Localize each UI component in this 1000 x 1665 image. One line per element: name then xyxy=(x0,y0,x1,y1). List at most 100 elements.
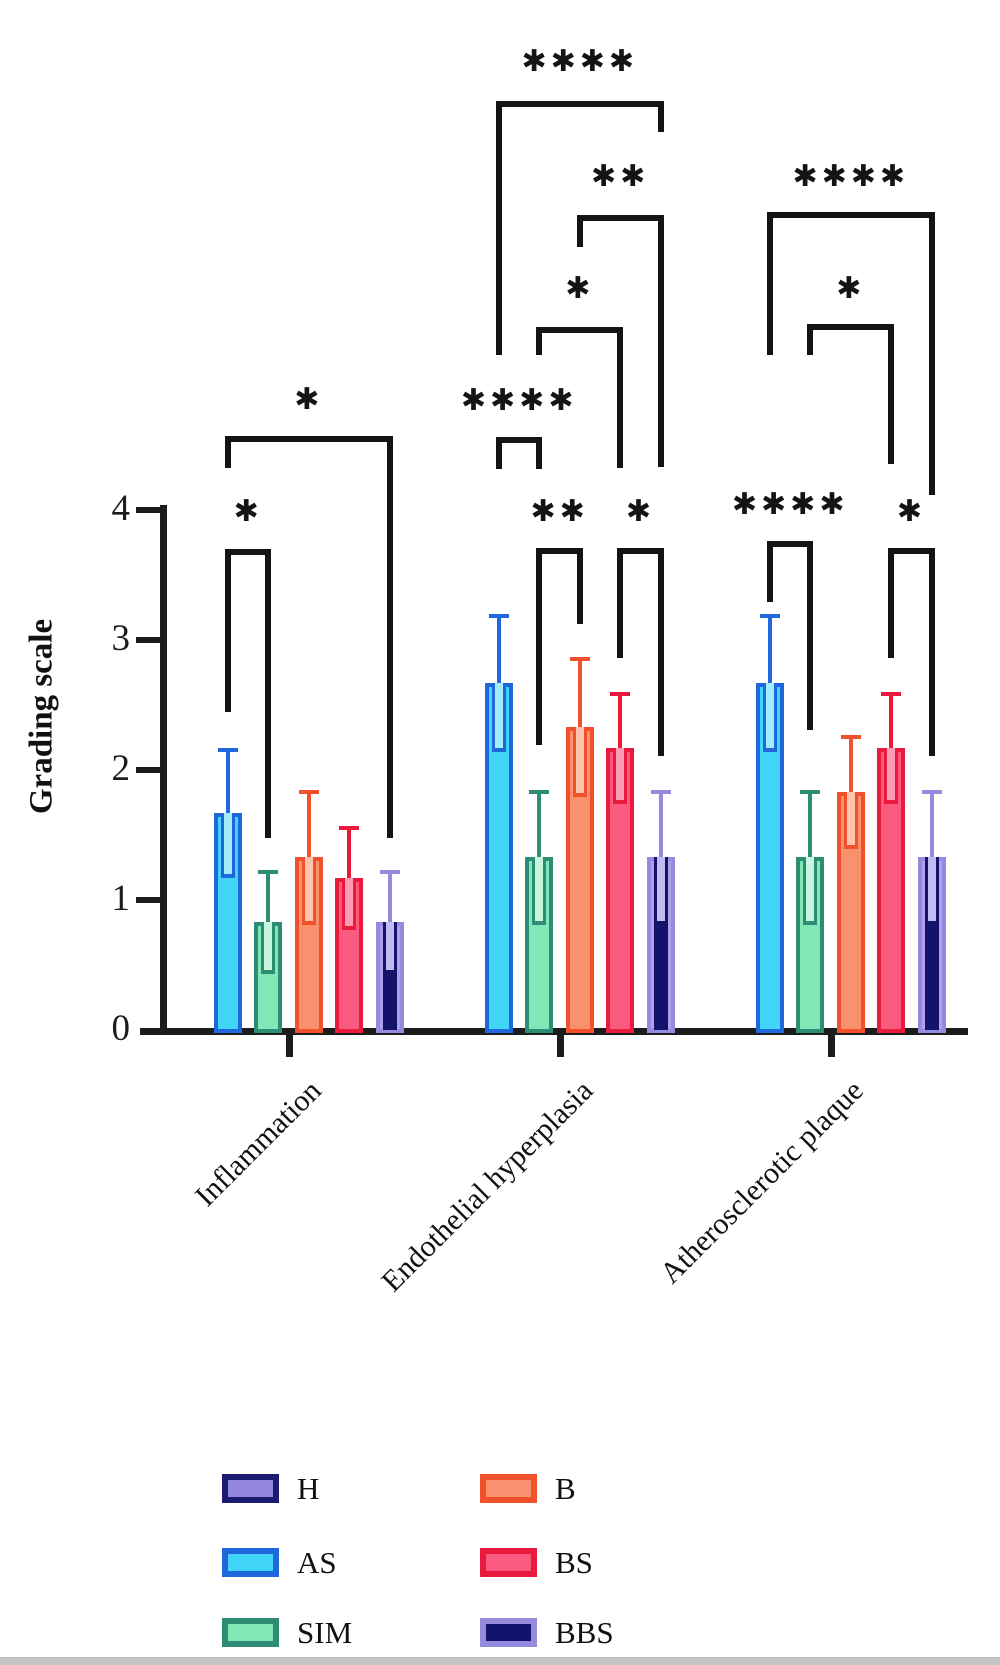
bracket-9-bar xyxy=(617,548,664,554)
bracket-3-leg-b xyxy=(617,327,624,468)
whisker-AS-2 xyxy=(763,682,777,752)
bracket-11-leg-a xyxy=(888,548,895,658)
errbar-BBS-0 xyxy=(387,870,392,927)
category-label-2: Atherosclerotic plaque xyxy=(654,1074,870,1290)
bracket-0-leg-a xyxy=(496,101,502,355)
legend-label-bs: BS xyxy=(555,1545,593,1580)
x-axis-line xyxy=(140,1028,968,1035)
errbar-BS-2 xyxy=(889,692,894,752)
errbar-B-1 xyxy=(577,656,582,732)
whisker-SIM-0 xyxy=(261,922,276,975)
bracket-10-leg-b xyxy=(807,541,814,730)
bracket-7-leg-b xyxy=(265,549,272,838)
errbar-AS-2 xyxy=(768,614,772,687)
errcap-AS-1 xyxy=(489,614,509,618)
whisker-base-BBS-2 xyxy=(924,924,939,1030)
significance-label-1: ✱✱ xyxy=(591,159,650,194)
errcap-BBS-1 xyxy=(650,789,671,794)
bracket-5-bar xyxy=(225,436,393,442)
x-tick-0 xyxy=(285,1035,293,1057)
whisker-B-0 xyxy=(301,857,316,925)
significance-label-0: ✱✱✱✱ xyxy=(521,44,639,79)
category-label-0: Inflammation xyxy=(189,1074,328,1213)
bracket-4-leg-a xyxy=(807,324,814,355)
bracket-1-leg-b xyxy=(657,215,664,467)
errbar-B-2 xyxy=(848,734,853,797)
bar-SIM-1 xyxy=(525,857,554,1033)
significance-label-10: ✱✱✱✱ xyxy=(731,487,849,522)
legend-swatch-bbs xyxy=(480,1618,537,1647)
whisker-B-2 xyxy=(843,792,858,850)
significance-label-3: ✱ xyxy=(565,271,595,306)
y-tick-4 xyxy=(136,507,160,513)
errbar-AS-1 xyxy=(497,614,501,687)
whisker-base-BBS-1 xyxy=(653,924,668,1030)
legend-swatch-as xyxy=(222,1548,279,1577)
legend-swatch-b xyxy=(480,1474,537,1503)
whisker-AS-1 xyxy=(492,682,506,752)
significance-label-4: ✱ xyxy=(836,271,866,306)
bracket-9-leg-a xyxy=(617,548,624,658)
bracket-5-leg-a xyxy=(225,436,231,468)
significance-label-6: ✱✱✱✱ xyxy=(460,383,578,418)
errbar-SIM-2 xyxy=(808,789,813,862)
bracket-3-leg-a xyxy=(536,327,543,355)
errbar-BBS-1 xyxy=(658,789,663,862)
whisker-BS-0 xyxy=(342,877,357,930)
bracket-11-leg-b xyxy=(928,548,935,756)
significance-label-2: ✱✱✱✱ xyxy=(792,159,910,194)
whisker-SIM-1 xyxy=(532,857,547,925)
bar-B-0 xyxy=(294,857,323,1033)
whisker-BBS-0 xyxy=(382,922,397,975)
y-tick-label-3: 3 xyxy=(111,618,131,659)
errcap-AS-0 xyxy=(218,747,238,752)
errbar-BS-1 xyxy=(618,692,623,752)
errcap-B-0 xyxy=(298,789,319,794)
bracket-7-bar xyxy=(225,549,272,555)
bracket-6-leg-b xyxy=(536,437,543,469)
errbar-SIM-0 xyxy=(266,870,271,927)
significance-label-9: ✱ xyxy=(625,494,655,529)
whisker-B-1 xyxy=(572,727,587,798)
x-tick-1 xyxy=(556,1035,564,1057)
significance-label-11: ✱ xyxy=(896,494,926,529)
bracket-10-leg-a xyxy=(767,541,773,602)
legend-label-b: B xyxy=(555,1471,576,1506)
whisker-SIM-2 xyxy=(803,857,818,925)
significance-label-8: ✱✱ xyxy=(530,494,589,529)
bracket-8-leg-a xyxy=(536,548,543,745)
bracket-1-leg-a xyxy=(576,215,583,247)
errcap-BS-1 xyxy=(610,692,631,696)
bracket-1-bar xyxy=(576,215,664,221)
legend-label-sim: SIM xyxy=(297,1615,353,1650)
x-tick-2 xyxy=(827,1035,835,1057)
whisker-BBS-1 xyxy=(653,857,668,925)
legend-swatch-sim xyxy=(222,1618,279,1647)
legend-swatch-h xyxy=(222,1474,279,1503)
whisker-BS-1 xyxy=(613,747,628,804)
errbar-BBS-2 xyxy=(929,789,934,862)
errcap-BS-2 xyxy=(881,692,902,696)
errcap-B-2 xyxy=(840,734,861,739)
errcap-B-1 xyxy=(569,656,590,661)
y-tick-label-1: 1 xyxy=(111,878,131,919)
errbar-BS-0 xyxy=(347,825,352,882)
bracket-4-leg-b xyxy=(888,324,895,464)
bracket-11-bar xyxy=(888,548,935,554)
bracket-4-bar xyxy=(807,324,895,330)
y-tick-3 xyxy=(136,637,160,643)
bracket-5-leg-b xyxy=(386,436,393,838)
errbar-SIM-1 xyxy=(537,789,542,862)
bracket-0-bar xyxy=(496,101,664,107)
category-label-1: Endothelial hyperplasia xyxy=(374,1074,599,1299)
bracket-2-bar xyxy=(767,212,935,218)
whisker-AS-0 xyxy=(221,812,235,878)
legend-swatch-bs xyxy=(480,1548,537,1577)
bracket-3-bar xyxy=(536,327,624,333)
bracket-2-leg-b xyxy=(928,212,935,495)
y-tick-label-4: 4 xyxy=(111,488,131,529)
y-tick-1 xyxy=(136,897,160,903)
bracket-7-leg-a xyxy=(225,549,231,712)
